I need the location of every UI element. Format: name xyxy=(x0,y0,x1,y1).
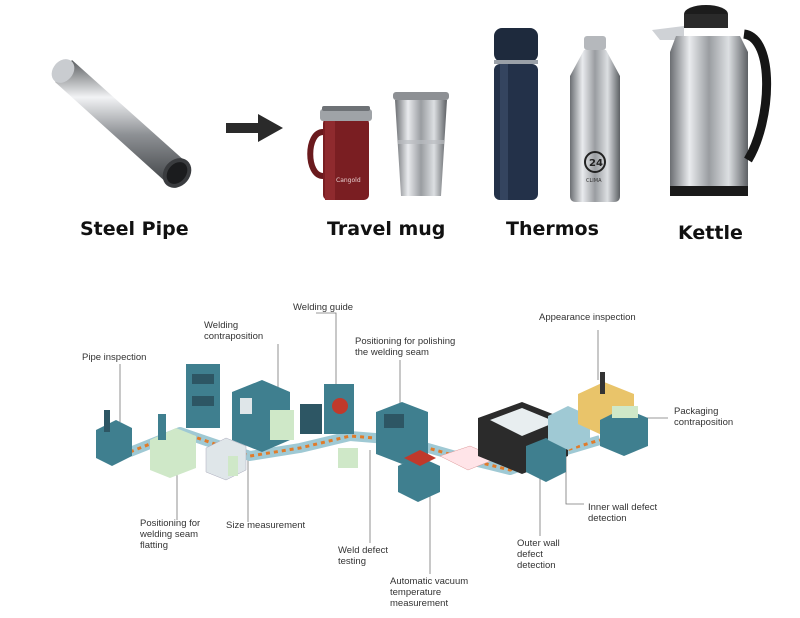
steel-tumbler-image xyxy=(393,92,449,196)
navy-thermos-image xyxy=(494,28,538,200)
machine-weld-defect xyxy=(338,448,358,468)
step-welding-contraposition: Welding contraposition xyxy=(204,320,264,342)
kettle-label: Kettle xyxy=(678,222,743,244)
bottle-badge-text: 24 xyxy=(589,158,603,169)
machine-welding-guide xyxy=(300,384,354,434)
machine-polishing xyxy=(376,402,428,464)
steel-pipe-label: Steel Pipe xyxy=(80,218,189,240)
step-welding-guide: Welding guide xyxy=(293,302,354,313)
machine-packaging xyxy=(600,406,648,456)
travel-mug-label: Travel mug xyxy=(327,218,446,240)
step-size-measurement: Size measurement xyxy=(226,520,306,531)
bottle-brand-text: CLIMA xyxy=(586,178,602,184)
step-appearance-inspection: Appearance inspection xyxy=(539,312,636,323)
machine-flatting xyxy=(150,414,196,478)
machine-size-measurement xyxy=(205,437,247,481)
machine-pipe-inspection xyxy=(96,410,132,466)
kettle-image xyxy=(652,5,772,196)
arrow-right-icon xyxy=(226,114,283,142)
step-vacuum-temperature: Automatic vacuum temperature measurement xyxy=(390,576,469,609)
step-outer-wall-defect: Outer wall defect detection xyxy=(517,538,560,571)
step-pipe-inspection: Pipe inspection xyxy=(82,352,147,363)
step-positioning-flatting: Positioning for welding seam flatting xyxy=(140,518,201,551)
product-illustrations: Cangold 24 CLIMA xyxy=(51,5,772,202)
machine-welding-station xyxy=(232,380,294,452)
step-packaging-contraposition: Packaging contraposition xyxy=(674,406,734,428)
mug-brand-text: Cangold xyxy=(336,177,361,184)
steel-bottle-image: 24 CLIMA xyxy=(570,36,620,202)
machine-outer-wall xyxy=(526,438,566,482)
machine-welding-contraposition xyxy=(186,364,220,428)
step-inner-wall-defect: Inner wall defect detection xyxy=(588,502,658,524)
thermos-label: Thermos xyxy=(506,218,599,240)
red-travel-mug-image: Cangold xyxy=(307,106,372,200)
step-positioning-polishing: Positioning for polishing the welding se… xyxy=(355,336,456,358)
step-weld-defect-testing: Weld defect testing xyxy=(338,545,388,567)
steel-pipe-image xyxy=(51,59,192,188)
